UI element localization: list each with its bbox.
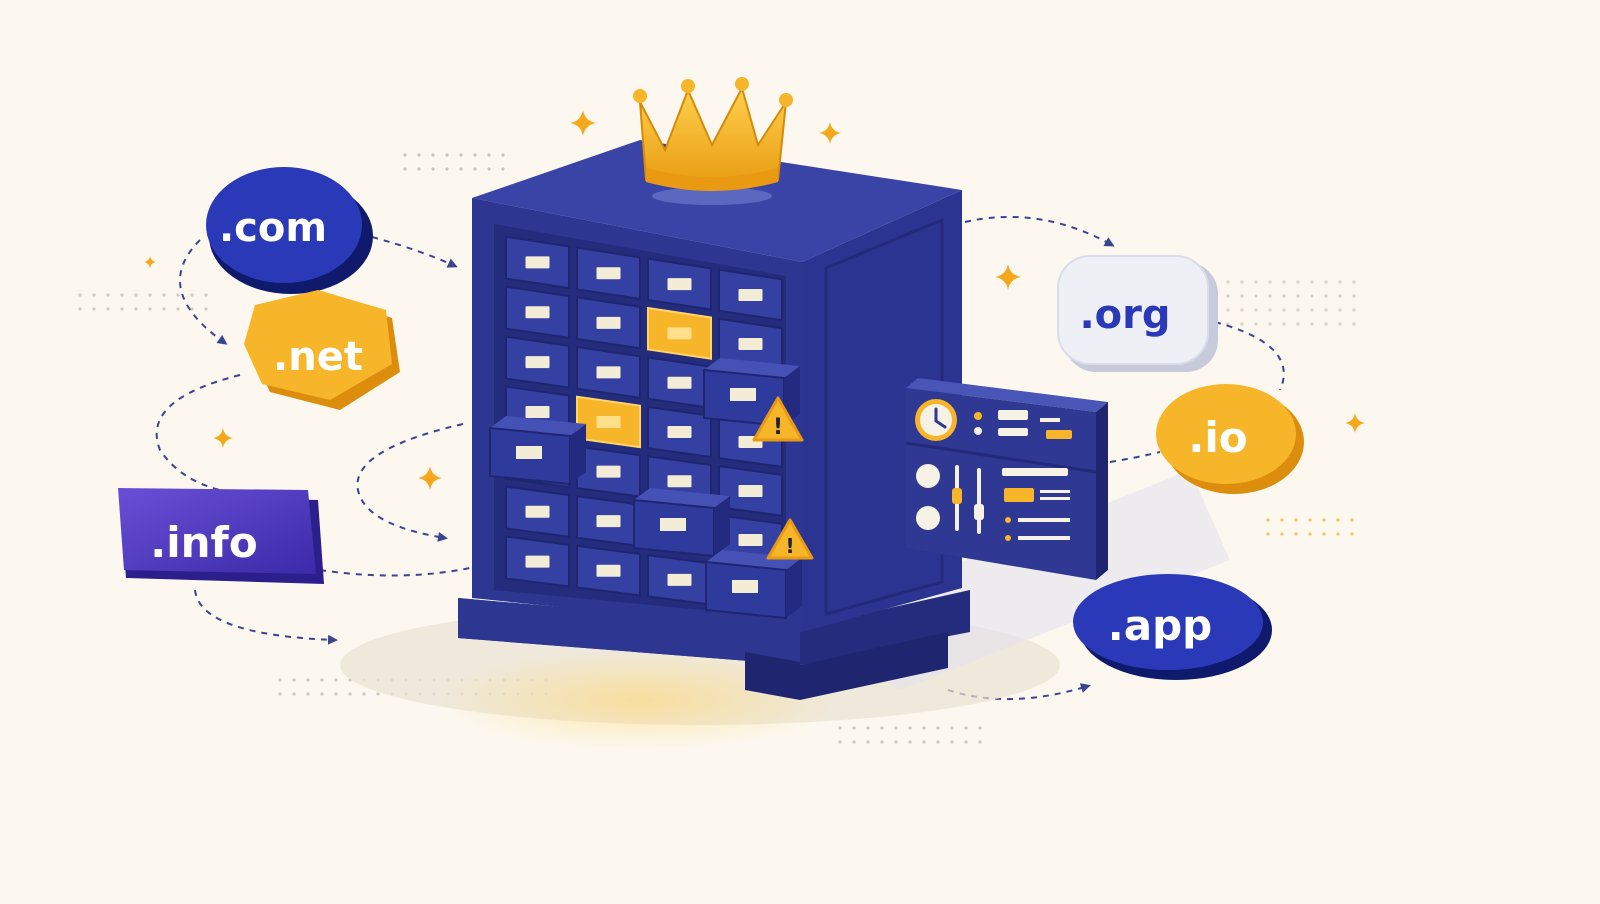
drawer-label: [667, 278, 692, 291]
drawer-label: [525, 256, 550, 269]
floor-glow: [440, 650, 840, 750]
panel-slider-1: [952, 488, 962, 504]
cabinet-foot: [745, 652, 800, 700]
arrow-com-to-net: [179, 239, 228, 345]
drawer-label: [596, 515, 621, 528]
sparkle-icon: [995, 264, 1021, 290]
drawer-label: [596, 316, 621, 329]
drawer-label: [596, 416, 621, 428]
svg-text:!: !: [773, 415, 783, 440]
drawer-label: [738, 338, 763, 350]
arrow-org-to-io: [1214, 321, 1285, 391]
drawer-label: [667, 573, 692, 586]
crown-icon: [633, 77, 793, 205]
tld-label-org: .org: [1079, 292, 1170, 338]
panel-knob-top: [916, 464, 940, 488]
sparkle-icon: [418, 466, 442, 490]
tld-label-net: .net: [273, 334, 363, 380]
tld-badge-com: .com: [206, 167, 373, 294]
sparkle-icon: [1345, 413, 1365, 433]
tld-label-info: .info: [150, 518, 257, 567]
arrow-info-to-cabinet: [319, 567, 471, 577]
arrow-info-down: [194, 589, 338, 645]
svg-text:!: !: [785, 534, 794, 558]
arrow-com-to-cabinet: [371, 236, 458, 268]
tld-badge-app: .app: [1073, 574, 1272, 680]
filing-cabinet: [458, 140, 970, 700]
tld-label-com: .com: [219, 205, 327, 251]
clock-icon: [915, 399, 957, 441]
arrow-panel-to-io: [1109, 451, 1161, 463]
drawer-label: [738, 534, 763, 546]
drawer-pulled-out: [633, 488, 730, 558]
tld-badge-org: .org: [1057, 255, 1218, 372]
sparkle-icon: [819, 122, 841, 144]
drawer-label: [596, 465, 621, 478]
drawer-label: [738, 485, 763, 497]
dashed-arrows: [155, 215, 1285, 701]
drawer-label: [596, 267, 621, 280]
panel-slider-2: [974, 504, 984, 520]
drawer-label: [667, 327, 692, 340]
arrow-cabinet-loop: [356, 423, 464, 542]
drawer-label: [525, 306, 550, 319]
warning-icon: !: [766, 518, 814, 560]
drawer-label: [525, 406, 550, 418]
tld-badge-net: .net: [244, 290, 400, 410]
tld-label-io: .io: [1188, 413, 1247, 462]
drawer-label: [667, 376, 692, 389]
panel-knob-bottom: [916, 506, 940, 530]
warning-icon: !: [752, 396, 804, 442]
drawer-label: [596, 564, 621, 577]
drawer-label: [738, 289, 763, 301]
drawer-label: [596, 366, 621, 379]
drawer-label: [667, 475, 692, 488]
arrow-net-to-info: [155, 374, 241, 491]
tld-label-app: .app: [1108, 601, 1212, 650]
tld-badge-info: .info: [118, 488, 324, 584]
drawer-label: [525, 555, 550, 568]
control-panel: [905, 378, 1108, 580]
drawer-label: [667, 426, 692, 438]
drawer-label: [525, 356, 550, 369]
drawer-label: [525, 505, 550, 518]
drawer-pulled-out: [703, 358, 800, 428]
sparkle-icon: [570, 110, 596, 136]
drawer-pulled-out: [489, 416, 586, 486]
sparkle-icons: [144, 110, 1365, 490]
drawer-pulled-out: [705, 550, 802, 620]
sparkle-icon: [144, 256, 156, 268]
sparkle-icon: [213, 428, 233, 448]
drawer-grid: [489, 235, 802, 620]
arrow-cabinet-to-org: [964, 215, 1115, 247]
tld-badge-io: .io: [1156, 384, 1304, 494]
